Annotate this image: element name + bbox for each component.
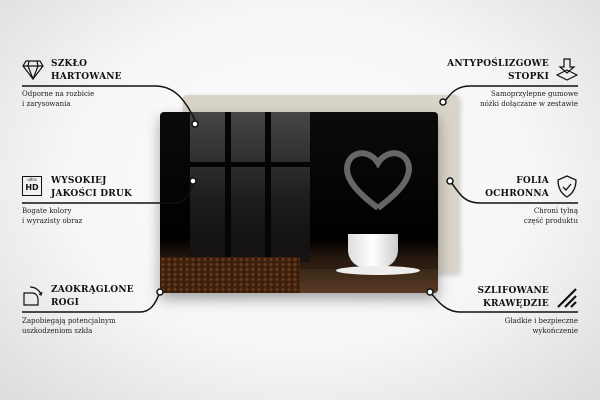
feature-title: SZLIFOWANE (477, 286, 549, 296)
ultra-hd-icon: ultra HD (22, 176, 42, 196)
feature-title: HARTOWANE (51, 72, 122, 82)
coffee-beans (160, 257, 300, 293)
window-frame (190, 162, 310, 167)
heart-steam (344, 150, 412, 211)
feature-description: i wyrazisty obraz (22, 217, 83, 225)
feature-description: Odporne na rozbicie (22, 90, 95, 98)
shield-check-icon (557, 175, 577, 198)
feature-description: wykończenie (532, 327, 578, 335)
feature-description: Chroni tylną (533, 207, 578, 215)
feature-description: nóżki dołączane w zestawie (480, 100, 578, 108)
feature-title: FOLIA (516, 176, 549, 186)
feature-title: WYSOKIEJ (51, 176, 107, 186)
feature-title: SZKŁO (51, 59, 88, 69)
window-frame (225, 112, 231, 262)
feature-title: KRAWĘDZIE (482, 299, 549, 309)
rounded-corner-icon (23, 286, 43, 306)
coffee-cup (348, 234, 398, 268)
saucer (336, 266, 420, 275)
feature-description: Zapobiegają potencjalnym (22, 317, 116, 325)
window-frame (265, 112, 271, 262)
anti-slip-feet-icon (556, 58, 578, 81)
diamond-icon (22, 60, 44, 80)
feature-title: ZAOKRĄGLONE (51, 285, 134, 295)
feature-description: Samoprzylepne gumowe (490, 90, 578, 98)
feature-title: JAKOŚCI DRUK (51, 189, 133, 199)
feature-title: ROGI (51, 298, 80, 308)
feature-description: Bogate kolory (22, 207, 72, 215)
feature-description: część produktu (523, 217, 578, 225)
feature-description: Gładkie i bezpieczne (504, 317, 578, 325)
window-reflection (190, 112, 310, 262)
feature-title: ANTYPOŚLIZGOWE (447, 59, 549, 69)
feature-title: STOPKI (507, 72, 549, 82)
feature-description: uszkodzeniom szkła (22, 327, 93, 335)
feature-title: OCHRONNA (485, 189, 549, 199)
ground-edges-icon (557, 288, 577, 308)
feature-description: i zarysowania (22, 100, 71, 108)
glass-print-image (160, 112, 438, 293)
